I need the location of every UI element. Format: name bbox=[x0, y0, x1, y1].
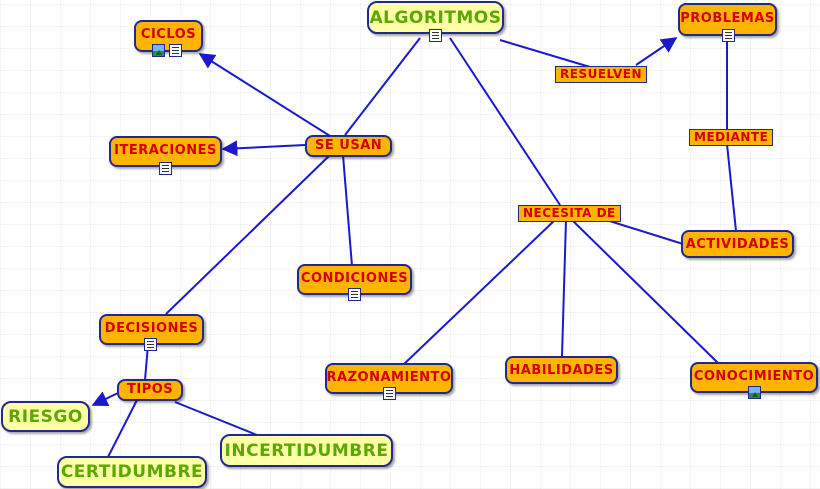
line-tipos-to-incertidumbre bbox=[174, 401, 263, 438]
node-problemas[interactable]: PROBLEMAS bbox=[678, 3, 777, 36]
node-habilidades[interactable]: HABILIDADES bbox=[505, 356, 618, 384]
line-algoritmos-to-resuelven bbox=[499, 39, 591, 68]
line-necesita-de-to-habilidades bbox=[561, 219, 567, 357]
line-algoritmos-to-se-usan bbox=[344, 37, 421, 136]
node-label: INCERTIDUMBRE bbox=[224, 440, 389, 461]
line-se-usan-to-ciclos bbox=[198, 53, 331, 137]
link-label-text: MEDIANTE bbox=[694, 130, 769, 144]
node-certidumbre[interactable]: CERTIDUMBRE bbox=[57, 456, 207, 488]
image-icon[interactable] bbox=[152, 44, 165, 57]
link-label-text: SE USAN bbox=[315, 138, 383, 153]
document-icon[interactable] bbox=[429, 29, 442, 42]
node-label: DECISIONES bbox=[104, 321, 199, 336]
node-incertidumbre[interactable]: INCERTIDUMBRE bbox=[220, 434, 393, 467]
node-label: RIESGO bbox=[8, 406, 83, 427]
link-tipos[interactable]: TIPOS bbox=[117, 379, 184, 401]
link-label-text: NECESITA DE bbox=[523, 206, 616, 220]
node-iteraciones[interactable]: ITERACIONES bbox=[109, 136, 222, 167]
line-necesita-de-to-actividades bbox=[599, 217, 684, 245]
node-actividades[interactable]: ACTIVIDADES bbox=[681, 230, 794, 258]
node-label: CONDICIONES bbox=[300, 271, 409, 286]
document-icon[interactable] bbox=[348, 288, 361, 301]
node-label: CONOCIMIENTO bbox=[693, 369, 815, 384]
link-mediante[interactable]: MEDIANTE bbox=[689, 129, 774, 146]
link-resuelven[interactable]: RESUELVEN bbox=[555, 66, 648, 83]
node-label: CERTIDUMBRE bbox=[60, 462, 204, 482]
line-necesita-de-to-razonamiento bbox=[402, 219, 556, 366]
node-label: CICLOS bbox=[140, 27, 197, 42]
document-icon[interactable] bbox=[159, 162, 172, 175]
line-tipos-to-certidumbre bbox=[107, 397, 139, 458]
link-se-usan[interactable]: SE USAN bbox=[305, 135, 393, 157]
image-icon[interactable] bbox=[748, 386, 761, 399]
node-riesgo[interactable]: RIESGO bbox=[1, 401, 90, 432]
line-se-usan-to-iteraciones bbox=[221, 140, 306, 157]
link-label-text: TIPOS bbox=[127, 382, 174, 397]
document-icon[interactable] bbox=[144, 338, 157, 351]
line-tipos-to-riesgo bbox=[91, 391, 119, 406]
line-se-usan-to-decisiones bbox=[165, 154, 331, 315]
node-ciclos[interactable]: CICLOS bbox=[134, 20, 203, 52]
line-se-usan-to-condiciones bbox=[342, 154, 353, 267]
node-razonamiento[interactable]: RAZONAMIENTO bbox=[325, 363, 453, 394]
document-icon[interactable] bbox=[722, 29, 735, 42]
document-icon[interactable] bbox=[169, 44, 182, 57]
node-label: HABILIDADES bbox=[509, 362, 614, 378]
line-algoritmos-to-necesita-de bbox=[449, 37, 561, 206]
link-label-text: RESUELVEN bbox=[560, 67, 643, 81]
node-label: ALGORITMOS bbox=[369, 7, 502, 28]
node-label: ITERACIONES bbox=[114, 143, 217, 158]
document-icon[interactable] bbox=[383, 387, 396, 400]
link-necesita-de[interactable]: NECESITA DE bbox=[518, 205, 621, 222]
node-label: PROBLEMAS bbox=[680, 11, 775, 26]
node-label: RAZONAMIENTO bbox=[326, 370, 452, 385]
node-label: ACTIVIDADES bbox=[685, 236, 790, 252]
line-resuelven-to-problemas bbox=[635, 37, 678, 66]
line-necesita-de-to-conocimiento bbox=[571, 219, 719, 364]
line-mediante-to-actividades bbox=[726, 143, 737, 232]
